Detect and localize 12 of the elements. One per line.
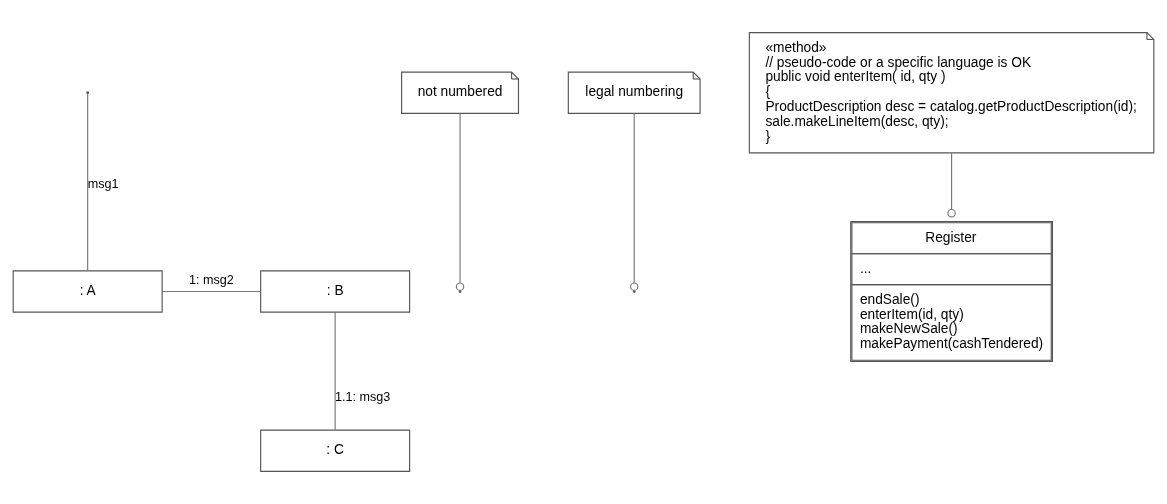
connector (947, 152, 956, 218)
edge-label: 1: msg2 (189, 273, 234, 288)
connector (334, 311, 336, 431)
node-box: : A (12, 270, 163, 313)
connector (161, 290, 261, 293)
node-box: : C (260, 429, 411, 472)
edge-label: msg1 (87, 177, 119, 192)
edge-label: 1.1: msg3 (334, 390, 391, 405)
node-box: : B (260, 270, 411, 313)
connector (459, 112, 461, 284)
connector (87, 93, 89, 272)
connector (633, 112, 635, 284)
